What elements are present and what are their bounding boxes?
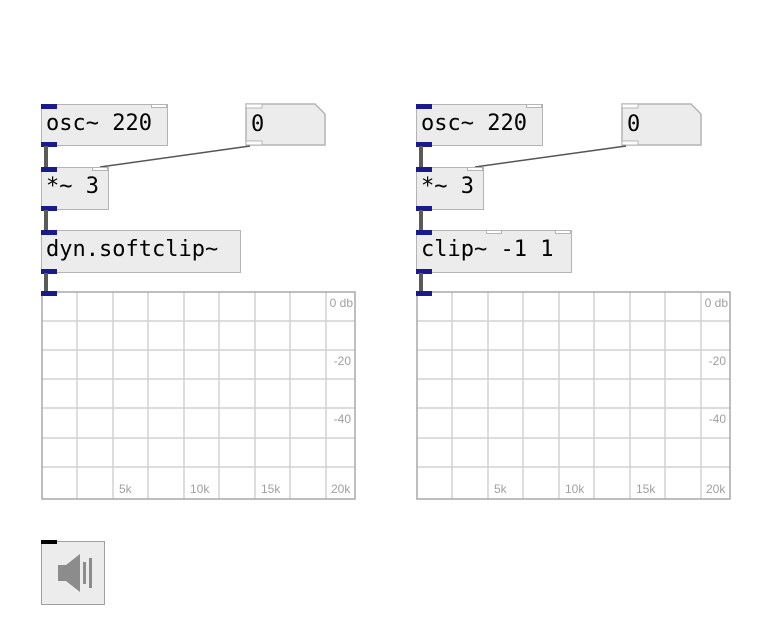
osc-outlet[interactable]: [41, 142, 57, 147]
grid-lines: [417, 292, 730, 499]
freq-label-10k: 10k: [565, 482, 585, 496]
clip-outlet[interactable]: [416, 269, 432, 274]
freq-label-20k: 20k: [706, 482, 726, 496]
number-box[interactable]: [245, 103, 327, 147]
osc-object[interactable]: osc~ 220: [41, 104, 168, 146]
osc-right-inlet[interactable]: [151, 104, 167, 108]
softclip-outlet[interactable]: [41, 269, 57, 274]
multiply-right-inlet[interactable]: [92, 167, 108, 171]
speaker-icon: [58, 554, 92, 592]
osc-inlet[interactable]: [416, 104, 432, 109]
signal-wire: [419, 273, 423, 292]
db-label-20: -20: [709, 354, 727, 368]
clip-right-inlet[interactable]: [555, 230, 571, 234]
freq-label-15k: 15k: [636, 482, 656, 496]
osc-object-label: osc~ 220: [46, 111, 152, 136]
spectrum-grid: 0 db -20 -40 5k 10k 15k 20k: [416, 291, 731, 500]
multiply-inlet[interactable]: [41, 167, 57, 172]
dac-speaker-button[interactable]: [41, 541, 105, 605]
grid-lines: [42, 292, 355, 499]
spectrum-scope[interactable]: 0 db -20 -40 5k 10k 15k 20k: [416, 291, 732, 506]
db-label-40: -40: [334, 412, 352, 426]
spectrum-grid: 0 db -20 -40 5k 10k 15k 20k: [41, 291, 356, 500]
signal-wire: [44, 210, 48, 230]
freq-label-20k: 20k: [331, 482, 351, 496]
clip-inlet[interactable]: [416, 230, 432, 235]
multiply-inlet[interactable]: [416, 167, 432, 172]
multiply-object-label: *~ 3: [421, 174, 474, 199]
multiply-object-label: *~ 3: [46, 174, 99, 199]
softclip-object[interactable]: dyn.softclip~: [41, 230, 241, 273]
osc-inlet[interactable]: [41, 104, 57, 109]
freq-label-10k: 10k: [190, 482, 210, 496]
dac-inlet[interactable]: [41, 540, 57, 544]
signal-wire: [44, 273, 48, 292]
multiply-right-inlet[interactable]: [467, 167, 483, 171]
signal-wire: [419, 146, 423, 167]
spectrum-scope[interactable]: 0 db -20 -40 5k 10k 15k 20k: [41, 291, 357, 506]
freq-label-15k: 15k: [261, 482, 281, 496]
osc-outlet[interactable]: [416, 142, 432, 147]
clip-object[interactable]: clip~ -1 1: [416, 230, 572, 273]
db-label-20: -20: [334, 354, 352, 368]
osc-right-inlet[interactable]: [526, 104, 542, 108]
number-box-value: 0: [251, 112, 265, 137]
multiply-outlet[interactable]: [41, 206, 57, 211]
signal-wire: [419, 210, 423, 230]
clip-object-label: clip~ -1 1: [421, 237, 554, 262]
scope-inlet: [416, 291, 432, 296]
multiply-object[interactable]: *~ 3: [41, 167, 109, 210]
db-label-0: 0 db: [330, 296, 354, 310]
number-box-value: 0: [627, 112, 641, 137]
osc-object-label: osc~ 220: [421, 111, 527, 136]
osc-object[interactable]: osc~ 220: [416, 104, 543, 146]
clip-mid-inlet[interactable]: [486, 230, 502, 234]
freq-label-5k: 5k: [494, 482, 508, 496]
multiply-outlet[interactable]: [416, 206, 432, 211]
softclip-inlet[interactable]: [41, 230, 57, 235]
freq-label-5k: 5k: [119, 482, 133, 496]
scope-inlet: [41, 291, 57, 296]
multiply-object[interactable]: *~ 3: [416, 167, 484, 210]
softclip-object-label: dyn.softclip~: [46, 237, 219, 262]
db-label-0: 0 db: [705, 296, 729, 310]
db-label-40: -40: [709, 412, 727, 426]
number-box[interactable]: [621, 103, 703, 147]
signal-wire: [44, 146, 48, 167]
